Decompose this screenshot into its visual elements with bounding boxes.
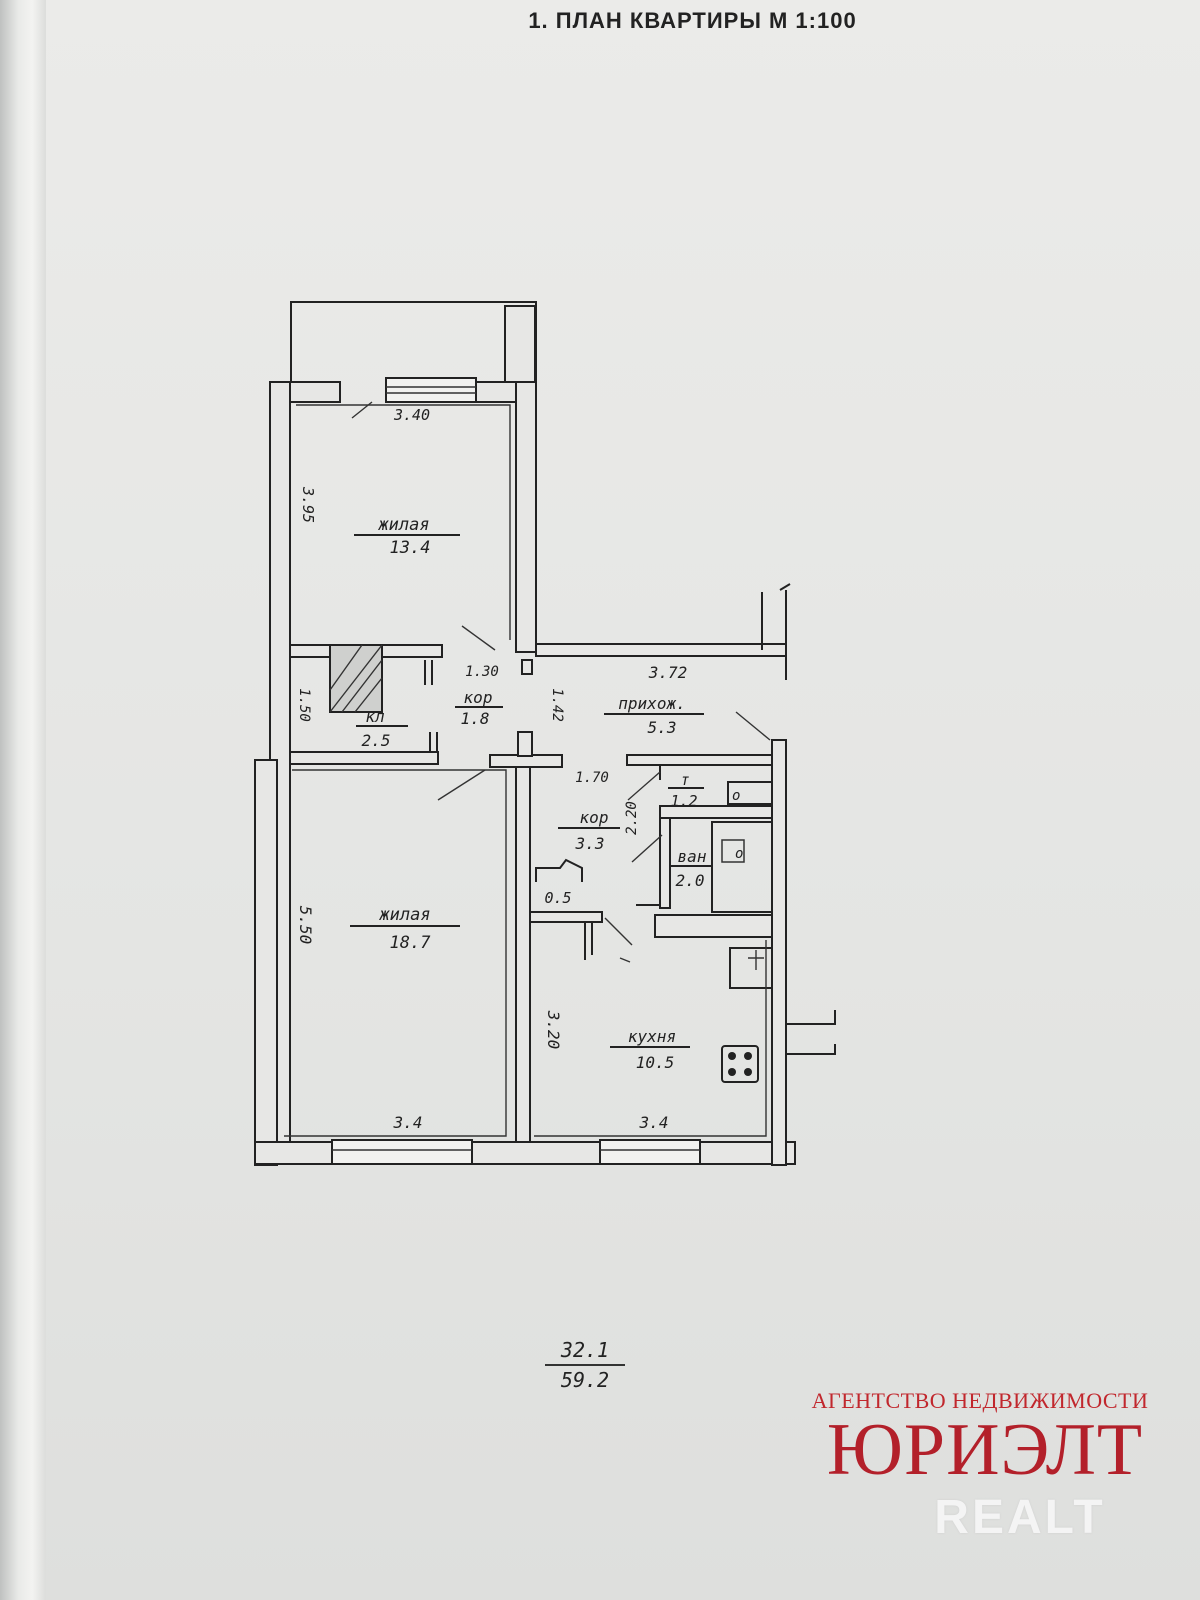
bathtub bbox=[711, 821, 773, 913]
dim-bedroom2-width: 3.4 bbox=[393, 1113, 423, 1132]
stove-icon bbox=[721, 1045, 759, 1083]
room-area: 2.0 bbox=[676, 871, 705, 890]
room-name: кор bbox=[580, 808, 609, 827]
room-name: ван bbox=[678, 847, 707, 866]
room-closet: 0.5 bbox=[544, 889, 571, 907]
room-area: 10.5 bbox=[636, 1053, 675, 1072]
room-name: т bbox=[680, 771, 689, 789]
toilet-fixture bbox=[727, 781, 773, 805]
room-pantry: кл 2.5 bbox=[356, 707, 408, 750]
room-toilet: т 1.2 bbox=[668, 771, 704, 810]
balcony-outline bbox=[290, 301, 537, 382]
wall-closet bbox=[525, 911, 603, 923]
room-area: 5.3 bbox=[648, 718, 677, 737]
document-sheet bbox=[46, 0, 1200, 1600]
realt-watermark: REALT bbox=[934, 1491, 1106, 1544]
dim-kitchen-depth: 3.20 bbox=[544, 1010, 563, 1050]
svg-text:o: o bbox=[732, 788, 740, 804]
room-name: кухня bbox=[628, 1027, 676, 1046]
plan-title: 1. ПЛАН КВАРТИРЫ М 1:100 bbox=[528, 8, 857, 33]
room-area: 3.3 bbox=[575, 834, 605, 853]
dim-corridor2-depth: 2.20 bbox=[624, 801, 640, 835]
room-bedroom-2: жилая 18.7 bbox=[350, 905, 460, 953]
room-area: 0.5 bbox=[544, 889, 571, 907]
room-bathroom: ван 2.0 bbox=[670, 847, 712, 890]
wall-right bbox=[771, 739, 787, 1166]
dim-hallway-width: 3.72 bbox=[648, 663, 688, 682]
wall-bedroom2-right bbox=[515, 766, 531, 1143]
room-corridor-1: кор 1.8 bbox=[455, 688, 503, 728]
window-bedroom-2 bbox=[331, 1139, 473, 1165]
area-summary: 32.1 59.2 bbox=[545, 1338, 625, 1392]
living-area: 32.1 bbox=[545, 1338, 625, 1366]
room-name: кор bbox=[464, 688, 493, 707]
room-kitchen: кухня 10.5 bbox=[610, 1027, 690, 1072]
room-bedroom-1: жилая 13.4 bbox=[354, 515, 460, 558]
kitchen-sink bbox=[729, 947, 773, 989]
dim-corridor-width: 1.30 bbox=[465, 664, 499, 680]
dim-pantry-depth: 1.50 bbox=[296, 688, 312, 722]
room-name: кл bbox=[365, 707, 385, 726]
room-name: прихож. bbox=[618, 694, 685, 713]
window-kitchen bbox=[599, 1139, 701, 1165]
logo-agency-text: АГЕНТСТВО НЕДВИЖИМОСТИ bbox=[811, 1388, 1149, 1413]
dim-corridor-depth: 1.42 bbox=[549, 688, 565, 722]
wall-bedroom1-right bbox=[515, 381, 537, 653]
room-area: 1.2 bbox=[670, 792, 697, 810]
dim-bedroom2-depth: 5.50 bbox=[296, 906, 315, 945]
balcony-side-wall bbox=[504, 305, 536, 383]
room-name: жилая bbox=[378, 905, 430, 925]
total-area: 59.2 bbox=[560, 1368, 610, 1392]
room-area: 2.5 bbox=[362, 731, 391, 750]
room-name: жилая bbox=[377, 515, 429, 535]
wall-pantry-bottom bbox=[289, 751, 439, 765]
dim-bedroom1-depth: 3.95 bbox=[299, 486, 317, 523]
logo-brand-text: ЮРИЭЛТ bbox=[826, 1409, 1144, 1491]
window-bedroom-1 bbox=[385, 377, 477, 403]
room-corridor-2: кор 3.3 bbox=[558, 808, 620, 853]
room-area: 18.7 bbox=[390, 933, 432, 953]
svg-text:o: o bbox=[735, 846, 743, 862]
room-area: 13.4 bbox=[390, 538, 431, 558]
room-area: 1.8 bbox=[461, 709, 490, 728]
wall-bath-bottom bbox=[654, 914, 773, 938]
binder-edge bbox=[0, 0, 46, 1600]
wall-wc-top bbox=[626, 754, 773, 766]
dim-bedroom1-width: 3.40 bbox=[393, 406, 430, 424]
dim-kitchen-width: 3.4 bbox=[639, 1113, 669, 1132]
wall-left-lower bbox=[254, 759, 278, 1166]
room-hallway: прихож. 5.3 bbox=[604, 694, 704, 737]
wall-wc-bath bbox=[659, 805, 773, 819]
wall-hallway-top bbox=[535, 643, 787, 657]
dim-corridor2-width: 1.70 bbox=[575, 770, 609, 786]
